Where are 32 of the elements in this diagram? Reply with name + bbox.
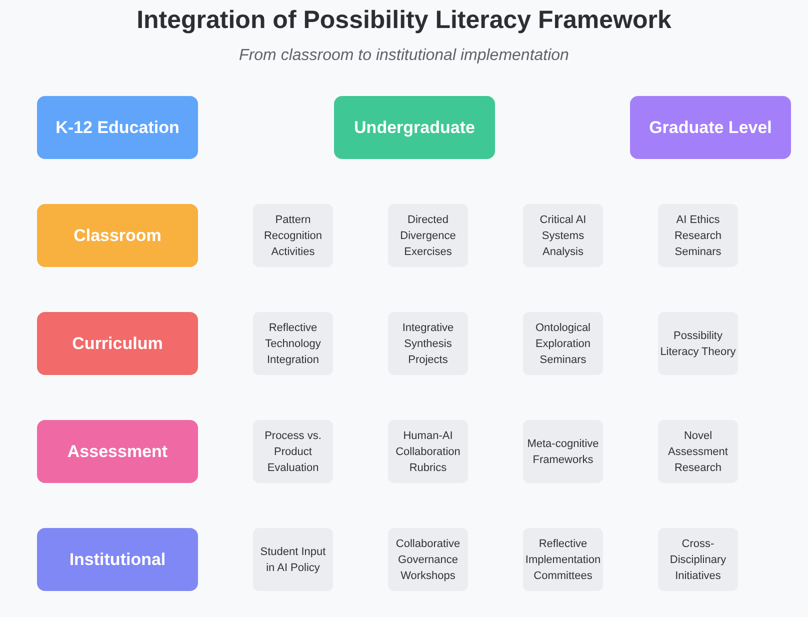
- box-label: Graduate Level: [649, 118, 772, 138]
- diagram-subtitle: From classroom to institutional implementation: [238, 47, 570, 65]
- cell-text: Ontological Exploration Seminars: [534, 320, 592, 368]
- cell-text: Human-AI Collaboration Rubrics: [394, 428, 462, 476]
- box-label: Classroom: [74, 226, 162, 246]
- cell-text: Meta-cognitive Frameworks: [526, 436, 600, 468]
- level-box: [630, 96, 791, 159]
- box-label: Curriculum: [72, 334, 163, 354]
- category-box: [37, 312, 198, 375]
- cell-text: Directed Divergence Exercises: [399, 212, 457, 260]
- cell-text: Collaborative Governance Workshops: [394, 536, 462, 584]
- level-box: [37, 96, 198, 159]
- cell-text: AI Ethics Research Seminars: [673, 212, 723, 260]
- diagram-title: Integration of Possibility Literacy Framework: [136, 6, 672, 35]
- cell-text: Reflective Technology Integration: [264, 320, 322, 368]
- category-box: [37, 528, 198, 591]
- cell-text: Pattern Recognition Activities: [262, 212, 324, 260]
- box-label: Institutional: [69, 550, 166, 570]
- cell-text: Reflective Implementation Committees: [525, 536, 601, 584]
- box-label: Undergraduate: [354, 118, 475, 138]
- box-label: Assessment: [67, 442, 168, 462]
- cell-text: Critical AI Systems Analysis: [538, 212, 588, 260]
- cell-text: Novel Assessment Research: [667, 428, 729, 476]
- level-box: [334, 96, 495, 159]
- category-box: [37, 204, 198, 267]
- box-label: K-12 Education: [56, 118, 180, 138]
- cell-text: Possibility Literacy Theory: [660, 328, 736, 360]
- cell-text: Student Input in AI Policy: [259, 544, 327, 576]
- cell-text: Cross-Disciplinary Initiatives: [668, 536, 728, 584]
- cell-text: Process vs. Product Evaluation: [264, 428, 322, 476]
- category-box: [37, 420, 198, 483]
- cell-text: Integrative Synthesis Projects: [401, 320, 455, 368]
